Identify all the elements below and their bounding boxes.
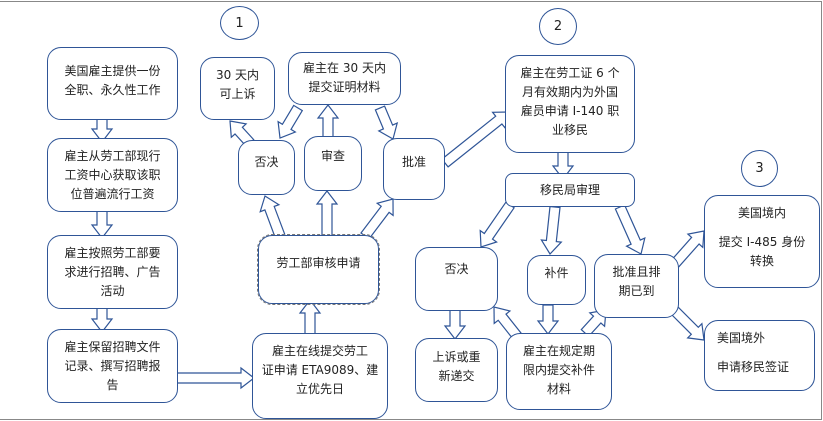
node-appeal-or-refile: 上诉或重新递交 — [415, 338, 498, 402]
node-text-line: 雇主在劳工证 6 个 — [520, 66, 620, 80]
flow-arrow — [298, 299, 322, 335]
node-text-line: 雇主在规定期 — [522, 344, 595, 358]
node-labor-review: 劳工部审核申请 — [257, 234, 380, 305]
node-uscis-review: 移民局审理 — [505, 173, 635, 207]
node-text-line: 业移民 — [551, 123, 588, 137]
node-text-line: 否决 — [254, 155, 279, 169]
node-text-line: 转换 — [749, 254, 774, 268]
node-submit-rfe-materials: 雇主在规定期限内提交补件材料 — [506, 333, 612, 410]
node-text-line: 位普遍流行工资 — [70, 187, 155, 201]
node-text-line: 求进行招聘、广告 — [64, 265, 161, 279]
node-text-line: 月有效期内为外国 — [521, 85, 618, 99]
node-text-line: 申请移民签证 — [717, 360, 790, 374]
node-text-line: 雇主在线提交劳工 — [271, 344, 368, 358]
node-text-line: 雇主在 30 天内 — [303, 61, 386, 75]
node-prevailing-wage: 雇主从劳工部现行工资中心获取该职位普遍流行工资 — [47, 138, 178, 212]
node-submit-evidence-30-days: 雇主在 30 天内提交证明材料 — [288, 52, 401, 105]
node-text-line: 材料 — [546, 382, 571, 396]
node-text-line: 批准且排 — [612, 265, 661, 279]
node-recruitment-records: 雇主保留招聘文件记录、撰写招聘报告 — [47, 329, 178, 403]
step-1-marker: 1 — [220, 6, 259, 40]
node-recruitment: 雇主按照劳工部要求进行招聘、广告活动 — [47, 235, 178, 309]
flow-arrow — [441, 111, 510, 168]
node-text-line: 雇主按照劳工部要 — [64, 246, 161, 260]
node-text-line: 雇主保留招聘文件 — [64, 340, 161, 354]
node-text-line: 全职、永久性工作 — [64, 83, 161, 97]
node-approved-priority-date-current: 批准且排期已到 — [594, 254, 679, 318]
step-2-marker: 2 — [539, 8, 577, 45]
node-text-line: 证申请 ETA9089、建 — [261, 363, 379, 377]
node-text-line: 否决 — [444, 262, 469, 276]
flow-arrow — [171, 366, 255, 390]
flow-arrow — [479, 201, 515, 248]
flow-arrow — [277, 104, 304, 139]
node-text-line: 限内提交补件 — [522, 363, 595, 377]
node-text-line: 上诉或重 — [432, 350, 481, 364]
flow-arrow — [536, 304, 560, 335]
node-text-line: 劳工部审核申请 — [276, 256, 361, 270]
node-title: 美国境外 — [717, 331, 766, 345]
node-text-line: 30 天内 — [215, 68, 260, 82]
node-text-line: 补件 — [544, 266, 569, 280]
flow-arrow — [614, 204, 646, 255]
node-text-line: 雇员申请 I-140 职 — [520, 104, 620, 118]
node-text-line: 移民局审理 — [539, 182, 600, 197]
node-text-line: 新递交 — [438, 369, 475, 383]
node-text-line: 可上诉 — [219, 87, 256, 101]
node-text-line: 提交 I-485 身份 — [718, 235, 806, 249]
flow-arrow — [374, 105, 399, 140]
flow-arrow — [540, 205, 563, 255]
node-text-line: 审查 — [320, 149, 345, 163]
node-text-line: 期已到 — [618, 284, 655, 298]
node-inside-us: 美国境内提交 I-485 身份转换 — [704, 195, 820, 288]
flow-arrow — [315, 190, 339, 237]
node-audit: 审查 — [304, 136, 362, 191]
node-denied-2: 否决 — [415, 247, 498, 311]
node-job-offer: 美国雇主提供一份全职、永久性工作 — [47, 47, 178, 120]
node-text-line: 告 — [106, 378, 119, 392]
flow-arrow — [360, 198, 394, 240]
flow-arrow — [667, 303, 705, 341]
node-eta9089-submit: 雇主在线提交劳工证申请 ETA9089、建立优先日 — [252, 333, 388, 419]
node-text-line: 立优先日 — [295, 382, 344, 396]
node-text-line: 工资中心获取该职 — [64, 168, 161, 182]
step-number: 1 — [235, 15, 244, 31]
flow-arrow — [259, 195, 286, 239]
node-text-line: 雇主从劳工部现行 — [64, 149, 161, 163]
node-text-line: 记录、撰写招聘报 — [64, 359, 161, 373]
step-number: 3 — [755, 161, 764, 176]
node-i140-petition: 雇主在劳工证 6 个月有效期内为外国雇员申请 I-140 职业移民 — [505, 55, 635, 153]
node-approved-1: 批准 — [383, 138, 445, 200]
node-text-line: 提交证明材料 — [308, 80, 381, 94]
node-text-line: 美国雇主提供一份 — [64, 64, 161, 78]
node-outside-us: 美国境外申请移民签证 — [704, 320, 815, 391]
step-3-marker: 3 — [741, 150, 778, 187]
node-text-line: 活动 — [100, 284, 125, 298]
node-appeal-30-days: 30 天内可上诉 — [200, 57, 275, 120]
flow-arrow — [316, 104, 340, 138]
node-denied-1: 否决 — [238, 140, 295, 195]
node-text-line: 批准 — [401, 155, 426, 169]
node-title: 美国境内 — [737, 206, 786, 220]
node-rfe: 补件 — [527, 255, 586, 305]
step-number: 2 — [553, 19, 563, 34]
